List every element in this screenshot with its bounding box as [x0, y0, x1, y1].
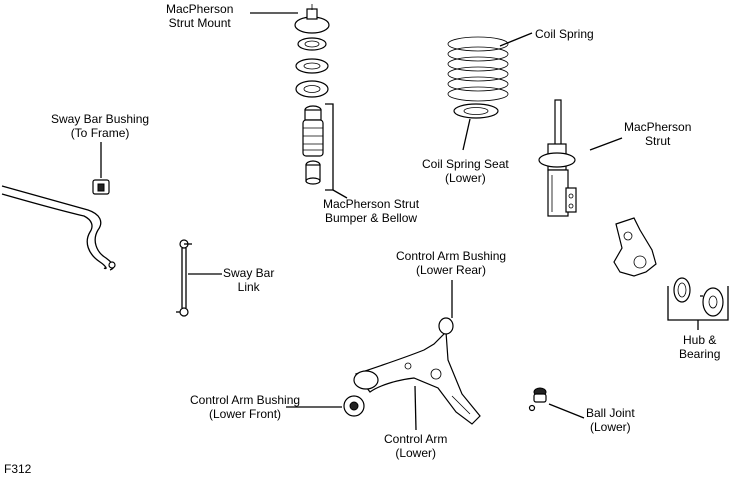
coil-spring-seat-illustration: [453, 103, 499, 119]
label-control-arm-bushing-rear: Control Arm Bushing(Lower Rear): [396, 249, 507, 277]
bushing-front-illustration: [343, 395, 365, 417]
steering-knuckle-illustration: [613, 217, 657, 277]
label-ball-joint: Ball Joint(Lower): [586, 406, 635, 434]
label-control-arm-bushing-front: Control Arm Bushing(Lower Front): [190, 393, 301, 421]
hub-bearing-illustration: [673, 277, 724, 317]
sway-bar-illustration: [1, 179, 116, 271]
label-hub-bearing: Hub &Bearing: [679, 333, 721, 361]
label-coil-spring: Coil Spring: [535, 27, 594, 41]
label-coil-spring-seat: Coil Spring Seat(Lower): [422, 157, 509, 185]
label-control-arm: Control Arm(Lower): [384, 432, 448, 460]
control-arm-illustration: [353, 317, 481, 425]
coil-spring-illustration: [447, 36, 509, 102]
macpherson-strut-illustration: [538, 99, 577, 217]
label-sway-bar-bushing: Sway Bar Bushing(To Frame): [51, 112, 150, 140]
sway-bar-link-illustration: [176, 239, 192, 317]
bumper-bellow-illustration: [302, 105, 324, 185]
figure-id: F312: [4, 462, 32, 476]
ball-joint-illustration: [528, 387, 547, 412]
strut-mount-illustration: [294, 4, 330, 98]
